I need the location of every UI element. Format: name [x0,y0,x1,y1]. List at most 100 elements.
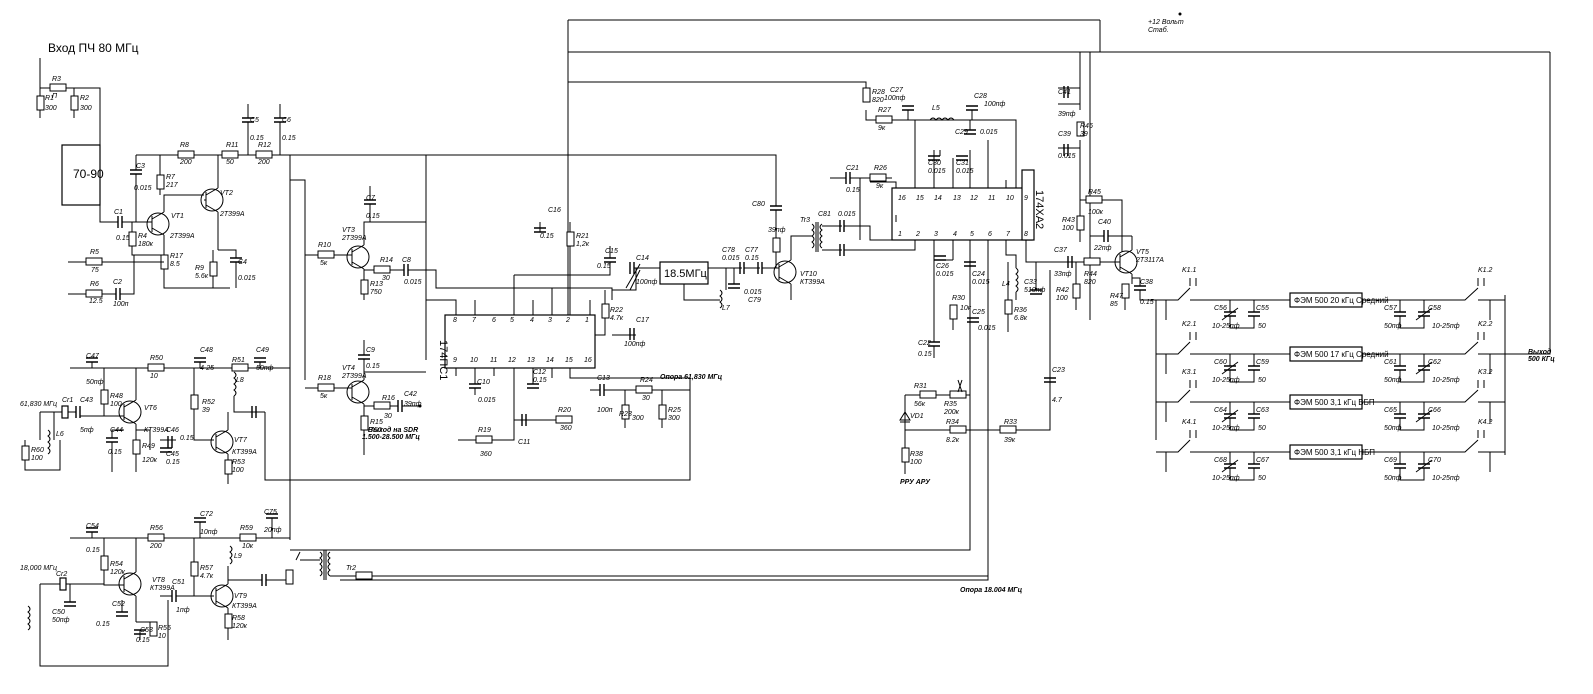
svg-text:10-25пф: 10-25пф [1212,475,1240,482]
svg-text:C65: C65 [1384,407,1397,414]
svg-text:C45: C45 [166,451,179,458]
svg-text:R10: R10 [318,242,331,249]
svg-text:100: 100 [1062,225,1074,232]
svg-text:C37: C37 [1054,247,1068,254]
svg-text:1.500-28.500 МГц: 1.500-28.500 МГц [362,434,420,441]
svg-text:VT5: VT5 [1136,249,1149,256]
svg-text:50пф: 50пф [52,617,70,624]
svg-text:C11: C11 [518,439,530,446]
svg-text:14: 14 [934,195,942,202]
svg-text:Tr3: Tr3 [800,217,810,224]
xtal-61-label: 61,830 МГц [20,401,57,408]
svg-text:11: 11 [490,357,497,364]
svg-text:0.015: 0.015 [928,168,946,175]
svg-text:R9: R9 [195,265,204,272]
svg-text:300: 300 [632,415,644,422]
svg-text:C58: C58 [1428,305,1441,312]
svg-text:VT1: VT1 [171,213,184,220]
relay-right-label: K3.2 [1478,369,1493,376]
svg-text:9: 9 [453,357,457,364]
svg-text:0.15: 0.15 [108,449,122,456]
svg-text:R46: R46 [1080,123,1093,130]
svg-text:C6: C6 [282,117,291,124]
svg-text:C38: C38 [1140,279,1153,286]
filter-module [1289,444,1363,460]
svg-text:C40: C40 [1098,219,1111,226]
svg-text:100: 100 [110,401,122,408]
svg-text:10-25пф: 10-25пф [1432,425,1460,432]
svg-text:39пф: 39пф [404,401,422,408]
svg-text:КТ399А: КТ399А [232,603,257,610]
svg-text:0.015: 0.015 [134,185,152,192]
svg-text:C21: C21 [846,165,859,172]
filter-70-90 [61,144,101,206]
svg-text:30: 30 [382,275,390,282]
svg-text:5пф: 5пф [80,427,94,434]
svg-text:C31: C31 [956,160,969,167]
svg-text:217: 217 [165,182,179,189]
svg-text:30: 30 [384,413,392,420]
relay-left-label: K3.1 [1182,369,1197,376]
svg-text:10: 10 [1006,195,1014,202]
xtal-18-label: 18,000 МГц [20,565,57,572]
svg-text:КТ399А: КТ399А [800,279,825,286]
svg-text:50: 50 [1258,425,1266,432]
sdr-out-label: Выход на SDR [368,426,418,434]
svg-text:C47: C47 [86,353,100,360]
svg-text:39: 39 [202,407,210,414]
filter-name: ФЭМ 500 20 кГц Средний [1294,296,1389,305]
svg-text:1: 1 [898,231,902,238]
svg-text:L8: L8 [236,377,244,384]
svg-text:56к: 56к [914,401,926,408]
svg-text:КТ399А: КТ399А [144,427,169,434]
svg-text:R58: R58 [232,615,245,622]
svg-text:15: 15 [916,195,924,202]
svg-text:C13: C13 [597,375,610,382]
svg-text:200к: 200к [943,409,960,416]
svg-text:85: 85 [1110,301,1118,308]
relay-right-label: K2.2 [1478,321,1493,328]
svg-text:C52: C52 [112,601,125,608]
svg-text:R31: R31 [914,383,927,390]
svg-text:C46: C46 [166,427,179,434]
svg-text:360: 360 [560,425,572,432]
svg-text:10пф: 10пф [200,529,218,536]
svg-text:360: 360 [480,451,492,458]
svg-text:0.15: 0.15 [166,459,180,466]
svg-text:8: 8 [453,317,457,324]
svg-text:14: 14 [546,357,554,364]
stage-vt3-vt4: R10 5к VT3 2Т399А R13 750 R14 30 C8 0.01… [290,155,613,455]
svg-text:0.15: 0.15 [116,235,130,242]
stage-vt10: VT10 КТ399А C80 39пф Tr3 C81 0.015 [752,172,916,300]
svg-text:10-25пф: 10-25пф [1432,475,1460,482]
svg-text:4: 4 [953,231,957,238]
svg-text:R43: R43 [1062,217,1075,224]
svg-text:R14: R14 [380,257,393,264]
svg-text:5.6к: 5.6к [195,273,209,280]
svg-text:0.015: 0.015 [978,325,996,332]
svg-text:5к: 5к [320,260,328,267]
filter-name: ФЭМ 500 3,1 кГц ВБП [1294,398,1375,407]
svg-text:0.015: 0.015 [838,211,856,218]
svg-text:C10: C10 [477,379,490,386]
svg-text:R3: R3 [52,76,61,83]
svg-text:VT9: VT9 [234,593,247,600]
svg-text:C22: C22 [918,340,931,347]
stage-vt1-vt2: C1 0.15 VT1 2Т399А R4 180к R17 8.5 R5 75… [68,104,777,540]
svg-text:4-25: 4-25 [200,365,214,372]
svg-text:1: 1 [585,317,589,324]
svg-text:50пф: 50пф [86,379,104,386]
filter-module [1289,292,1363,308]
svg-text:VT6: VT6 [144,405,157,412]
svg-text:11: 11 [988,195,995,202]
svg-text:0.15: 0.15 [180,435,194,442]
svg-text:C55: C55 [1256,305,1269,312]
ref-18-label: Опора 18.004 МГц [960,587,1023,594]
svg-text:R51: R51 [232,357,245,364]
svg-text:0.15: 0.15 [533,377,547,384]
svg-text:820: 820 [872,97,884,104]
svg-text:C30: C30 [928,160,941,167]
filter-name: ФЭМ 500 17 кГц Средний [1294,350,1389,359]
svg-text:0.015: 0.015 [744,289,762,296]
svg-text:50пф: 50пф [1384,323,1402,330]
